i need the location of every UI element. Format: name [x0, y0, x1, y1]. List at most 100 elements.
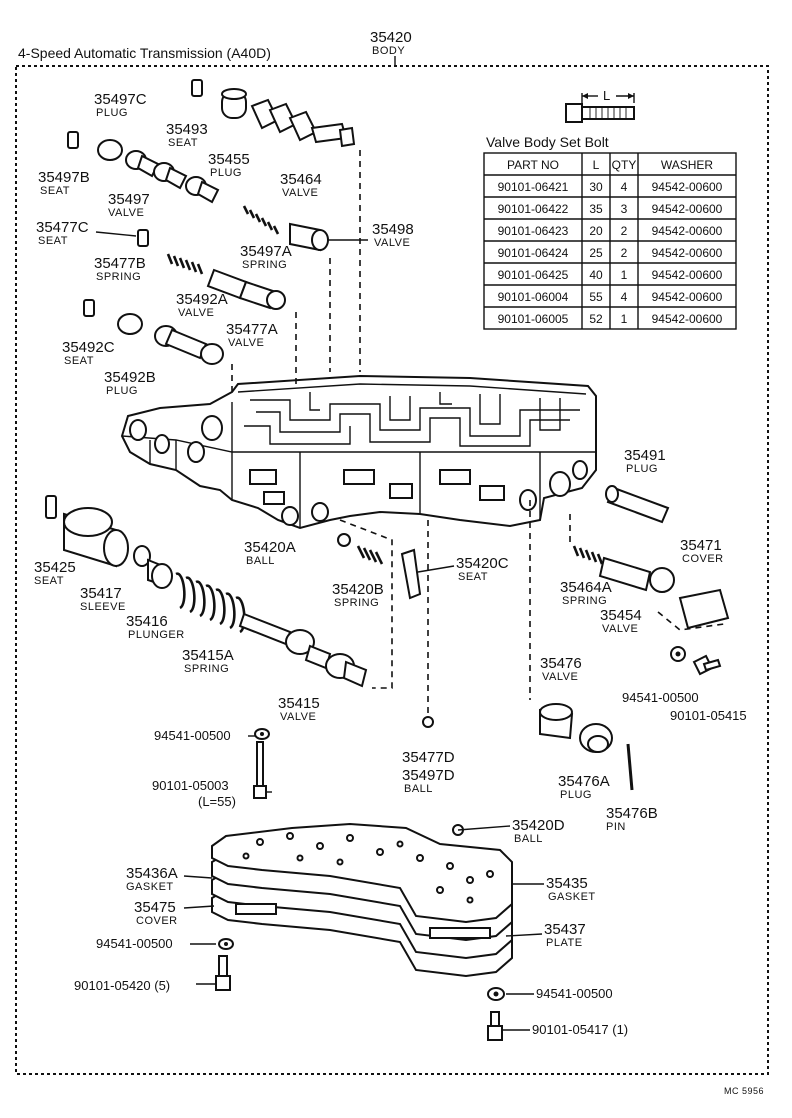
label-35477b-number: 35477B	[94, 255, 146, 272]
label-35425-name: SEAT	[34, 575, 64, 587]
label-35454-number: 35454	[600, 607, 642, 624]
label-35498-number: 35498	[372, 221, 414, 238]
pin-35476b	[626, 743, 634, 791]
seat-35493	[191, 79, 203, 97]
bolt-table-cell-qty: 2	[621, 246, 628, 260]
valve-35476	[539, 703, 574, 740]
label-bolt-b3: 90101-05420 (5)	[74, 978, 170, 993]
label-washer-w3: 94541-00500	[96, 936, 173, 951]
diagram-title: 4-Speed Automatic Transmission (A40D)	[18, 45, 271, 61]
label-35420d-number: 35420D	[512, 817, 565, 834]
label-35477a-name: VALVE	[228, 337, 264, 349]
label-bolt-b1: 90101-05415	[670, 708, 747, 723]
bolt-table-cell-length: 25	[589, 246, 603, 260]
label-35425-number: 35425	[34, 559, 76, 576]
plug-35491	[605, 485, 670, 524]
label-35415a-name: SPRING	[184, 663, 229, 675]
bolt-table-cell-qty: 4	[621, 290, 628, 304]
label-35475-name: COVER	[136, 915, 178, 927]
bolt-length-label: L	[603, 88, 610, 103]
bolt-table-cell-part-no: 90101-06005	[498, 312, 569, 326]
label-35471-number: 35471	[680, 537, 722, 554]
label-35477c-name: SEAT	[38, 235, 68, 247]
bolt-b4	[487, 1011, 503, 1041]
valve-35415	[238, 612, 368, 688]
label-35492b-name: PLUG	[106, 385, 138, 397]
plunger-35416	[133, 545, 173, 589]
bolt-table-cell-washer: 94542-00600	[652, 268, 723, 282]
assembly-dashed-lines	[231, 150, 725, 714]
label-35492c-name: SEAT	[64, 355, 94, 367]
spring-35497a	[242, 205, 280, 235]
washer-w3	[218, 938, 234, 950]
label-35464-number: 35464	[280, 171, 322, 188]
ball-35477d	[422, 716, 434, 728]
bolt-table-cell-part-no: 90101-06421	[498, 180, 569, 194]
label-35454-name: VALVE	[602, 623, 638, 635]
valve-35498	[289, 222, 329, 252]
label-35476a-name: PLUG	[560, 789, 592, 801]
label-bolt-b2: 90101-05003	[152, 778, 229, 793]
valve-35492a	[154, 325, 224, 365]
label-35477b-name: SPRING	[96, 271, 141, 283]
label-35491-number: 35491	[624, 447, 666, 464]
seat-35492c	[83, 299, 95, 317]
label-washer-w2: 94541-00500	[154, 728, 231, 743]
label-35455-name: PLUG	[210, 167, 242, 179]
diagram-frame	[15, 65, 769, 1075]
label-35455-number: 35455	[208, 151, 250, 168]
label-35492b-number: 35492B	[104, 369, 156, 386]
label-35417-number: 35417	[80, 585, 122, 602]
seat-35477c	[137, 229, 149, 247]
bolt-table-cell-length: 20	[589, 224, 603, 238]
label-washer-w4: 94541-00500	[536, 986, 613, 1001]
label-35476-number: 35476	[540, 655, 582, 672]
label-35475-number: 35475	[134, 899, 176, 916]
label-35416-name: PLUNGER	[128, 629, 185, 641]
spring-35477b	[166, 253, 204, 275]
sleeve-35417	[63, 507, 129, 568]
bolt-table-cell-washer: 94542-00600	[652, 246, 723, 260]
valve-35454	[598, 556, 675, 593]
label-35491-name: PLUG	[626, 463, 658, 475]
bolt-table-header-length: L	[593, 158, 600, 172]
spring-35415a	[175, 572, 246, 634]
bolt-table-cell-part-no: 90101-06422	[498, 202, 569, 216]
label-35420c-name: SEAT	[458, 571, 488, 583]
bolt-table-cell-washer: 94542-00600	[652, 180, 723, 194]
label-35416-number: 35416	[126, 613, 168, 630]
footer-code: MC 5956	[724, 1086, 764, 1096]
seat-35420c	[400, 548, 422, 600]
bolt-b3	[215, 955, 231, 991]
label-35497b-number: 35497B	[38, 169, 90, 186]
label-35437-name: PLATE	[546, 937, 583, 949]
bolt-table-cell-qty: 4	[621, 180, 628, 194]
bolt-table	[483, 152, 737, 330]
washer-w1	[670, 646, 686, 662]
bolt-table-cell-part-no: 90101-06004	[498, 290, 569, 304]
bolt-b2	[253, 741, 267, 799]
valve-35464	[250, 98, 356, 148]
bolt-table-cell-length: 55	[589, 290, 603, 304]
set-bolt-icon	[565, 93, 635, 123]
bolt-table-cell-length: 30	[589, 180, 603, 194]
bolt-table-header-qty: QTY	[612, 158, 637, 172]
label-35497b-name: SEAT	[40, 185, 70, 197]
label-35420d-name: BALL	[514, 833, 543, 845]
label-35476a-number: 35476A	[558, 773, 610, 790]
label-35436a-number: 35436A	[126, 865, 178, 882]
plate-gasket-stack	[211, 822, 513, 978]
label-35497c-number: 35497C	[94, 91, 147, 108]
bolt-table-cell-qty: 2	[621, 224, 628, 238]
label-35497-name: VALVE	[108, 207, 144, 219]
label-35464-name: VALVE	[282, 187, 318, 199]
label-35415a-number: 35415A	[182, 647, 234, 664]
valve-35477a	[206, 268, 286, 310]
label-35435-name: GASKET	[548, 891, 596, 903]
seat-35425	[45, 495, 57, 519]
seat-35497b	[67, 131, 79, 149]
spring-35420b	[356, 545, 384, 565]
label-35492a-name: VALVE	[178, 307, 214, 319]
label-35420a-number: 35420A	[244, 539, 296, 556]
